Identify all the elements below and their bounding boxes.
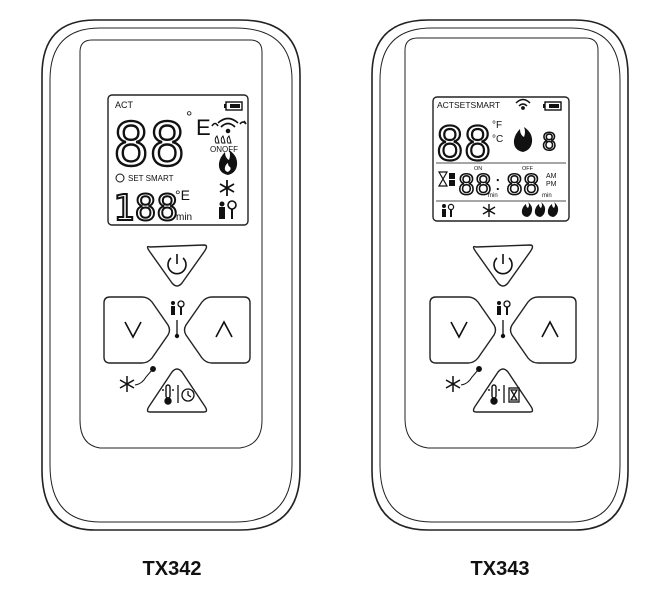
wifi-icon bbox=[515, 98, 531, 110]
power-button[interactable] bbox=[472, 244, 534, 287]
lcd-degree: ° bbox=[186, 109, 192, 126]
lcd-colon: : bbox=[495, 173, 501, 195]
lcd-set-smart: SET SMART bbox=[128, 174, 174, 183]
thermometer-icon bbox=[488, 384, 500, 405]
model-label-tx342: TX342 bbox=[143, 558, 202, 580]
wifi-icon bbox=[211, 117, 247, 134]
snowflake-sensor-icon bbox=[119, 366, 156, 392]
power-button[interactable] bbox=[146, 244, 208, 287]
remote-body-outer bbox=[41, 19, 301, 531]
lcd-unit-e: E bbox=[196, 115, 211, 140]
snowflake-icon bbox=[482, 204, 496, 217]
fan-person-icon bbox=[219, 200, 237, 219]
fan-person-center-icon bbox=[497, 300, 511, 339]
remote-tx342: ACT 88 ° E ONOFF bbox=[41, 19, 301, 531]
lcd-on: ON bbox=[474, 166, 482, 172]
clock-button-icon bbox=[181, 388, 195, 402]
lcd-min: min bbox=[176, 212, 192, 223]
remote-body-inner bbox=[49, 27, 293, 523]
lcd-min-2: min bbox=[542, 193, 552, 199]
remote-tx343: ACTSETSMART 88 °F °C 8 ON OFF 88 : 88 AM bbox=[371, 19, 629, 531]
flame-levels-icon bbox=[521, 202, 559, 217]
battery-icon bbox=[224, 101, 243, 111]
lcd-min: min bbox=[488, 193, 498, 199]
lcd-clock-left: 88 bbox=[458, 168, 492, 201]
lcd-pm: PM bbox=[546, 181, 557, 188]
lcd-unit-c: °C bbox=[492, 134, 503, 145]
remote-body-inner bbox=[379, 27, 621, 523]
power-icon bbox=[493, 254, 513, 275]
down-button[interactable] bbox=[103, 296, 171, 364]
fan-person-center-icon bbox=[171, 300, 185, 339]
face-plate bbox=[79, 39, 263, 449]
lcd-flame-level: 8 bbox=[542, 128, 556, 156]
snowflake-sensor-icon bbox=[445, 366, 482, 392]
down-arrow-icon bbox=[124, 321, 142, 339]
fan-person-icon bbox=[442, 203, 455, 217]
lcd-unit-f: °F bbox=[492, 120, 502, 131]
snowflake-icon bbox=[219, 180, 235, 196]
flame-icon bbox=[513, 127, 533, 152]
lcd-big-digits: 88 bbox=[113, 110, 185, 180]
lcd-screen bbox=[432, 96, 570, 222]
small-flames-icon bbox=[214, 135, 232, 144]
lcd-off: OFF bbox=[522, 166, 534, 172]
down-button[interactable] bbox=[429, 296, 497, 364]
hourglass-button-icon bbox=[508, 387, 520, 403]
lcd-screen bbox=[107, 94, 249, 226]
lcd-clock-right: 88 bbox=[506, 168, 540, 201]
up-arrow-icon bbox=[541, 320, 559, 338]
lcd-onoff: ONOFF bbox=[210, 145, 238, 154]
battery-icon bbox=[543, 101, 562, 111]
power-icon bbox=[167, 254, 187, 275]
clock-icon bbox=[115, 173, 125, 183]
timer-index-icon bbox=[449, 173, 455, 186]
up-arrow-icon bbox=[215, 320, 233, 338]
remote-body-outer bbox=[371, 19, 629, 531]
thermometer-icon bbox=[162, 384, 174, 405]
lcd-small-digits: 188 bbox=[113, 188, 178, 229]
lcd-header: ACTSETSMART bbox=[437, 100, 500, 110]
lcd-small-unit: °E bbox=[175, 187, 190, 203]
lcd-am: AM bbox=[546, 173, 557, 180]
mode-button[interactable] bbox=[472, 368, 534, 413]
up-button[interactable] bbox=[509, 296, 577, 364]
up-button[interactable] bbox=[183, 296, 251, 364]
hourglass-icon bbox=[437, 171, 449, 187]
flame-icon bbox=[218, 150, 238, 175]
face-plate bbox=[404, 37, 599, 449]
lcd-act: ACT bbox=[115, 100, 134, 110]
mode-button[interactable] bbox=[146, 368, 208, 413]
model-label-tx343: TX343 bbox=[471, 558, 530, 580]
down-arrow-icon bbox=[450, 321, 468, 339]
